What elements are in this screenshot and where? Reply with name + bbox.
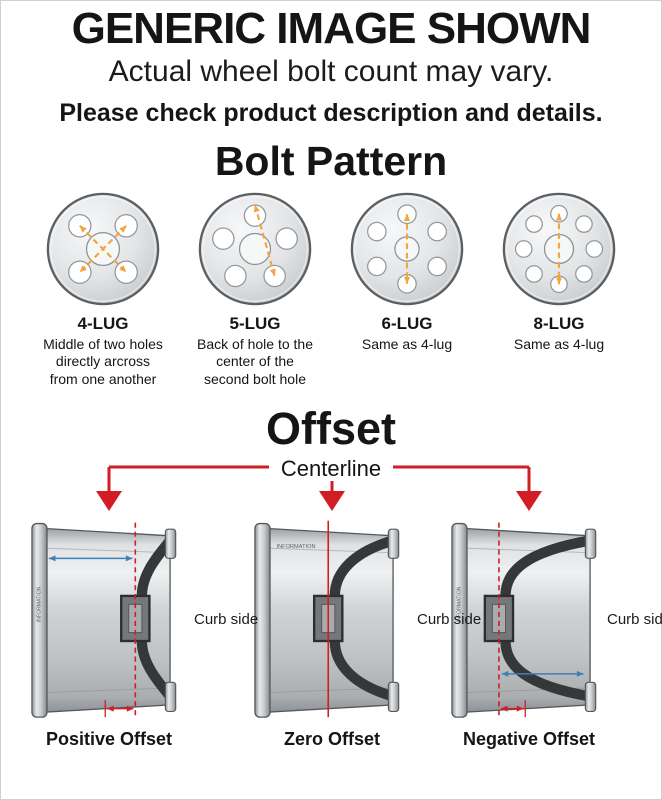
offset-diagram-negative: INFORMATION Negative Offset (449, 517, 609, 750)
page-title: GENERIC IMAGE SHOWN (71, 4, 592, 53)
offset-diagram-zero: INFORMATION Zero Offset (252, 517, 412, 750)
bolt-pattern-label: 8-LUG (533, 313, 585, 333)
offset-row: INFORMATION Positive Offset INFORMATION Zer… (1, 517, 662, 757)
centerline-label-text: Centerline (268, 455, 394, 481)
curb-side-label: Curb side (607, 610, 662, 628)
bolt-pattern-label: 5-LUG (229, 313, 281, 333)
bolt-pattern-label: 4-LUG (77, 313, 129, 333)
8-lug-wheel-diagram (502, 192, 616, 305)
curb-side-label: Curb side (417, 610, 482, 628)
bolt-pattern-description: Back of hole to the center of the second… (197, 335, 313, 388)
bolt-pattern-description: Middle of two holes directly arcross fro… (43, 335, 163, 388)
centerline-label: Centerline (1, 455, 661, 482)
bolt-pattern-description: Same as 4-lug (513, 335, 605, 352)
offset-caption: Zero Offset (283, 728, 380, 749)
curb-side-label: Curb side (194, 610, 259, 628)
bolt-pattern-title: Bolt Pattern (214, 137, 448, 184)
watermark-text: INFORMATION (456, 586, 462, 622)
wheel-cross-section-positive: INFORMATION (31, 522, 177, 718)
page-subtitle: Actual wheel bolt count may vary. (108, 54, 554, 88)
wheel-cross-section-zero: INFORMATION (254, 520, 400, 718)
watermark-text: INFORMATION (36, 586, 42, 622)
offset-caption: Negative Offset (462, 728, 596, 749)
bolt-pattern-label: 6-LUG (381, 313, 433, 333)
bolt-pattern-item-8-lug: 8-LUG Same as 4-lug (488, 191, 630, 389)
5-lug-wheel-diagram (198, 192, 312, 305)
wheel-cross-section-negative: INFORMATION (451, 522, 597, 718)
bolt-pattern-item-6-lug: 6-LUG Same as 4-lug (336, 191, 478, 389)
offset-caption: Positive Offset (45, 728, 173, 749)
offset-title: Offset (265, 402, 396, 454)
bolt-pattern-description: Same as 4-lug (361, 335, 453, 352)
page-note: Please check product description and det… (59, 98, 603, 127)
watermark-text: INFORMATION (277, 544, 316, 550)
4-lug-wheel-diagram (46, 192, 160, 305)
offset-diagram-positive: INFORMATION Positive Offset (29, 517, 189, 750)
6-lug-wheel-diagram (350, 192, 464, 305)
centerline-indicator: Centerline (1, 455, 661, 515)
